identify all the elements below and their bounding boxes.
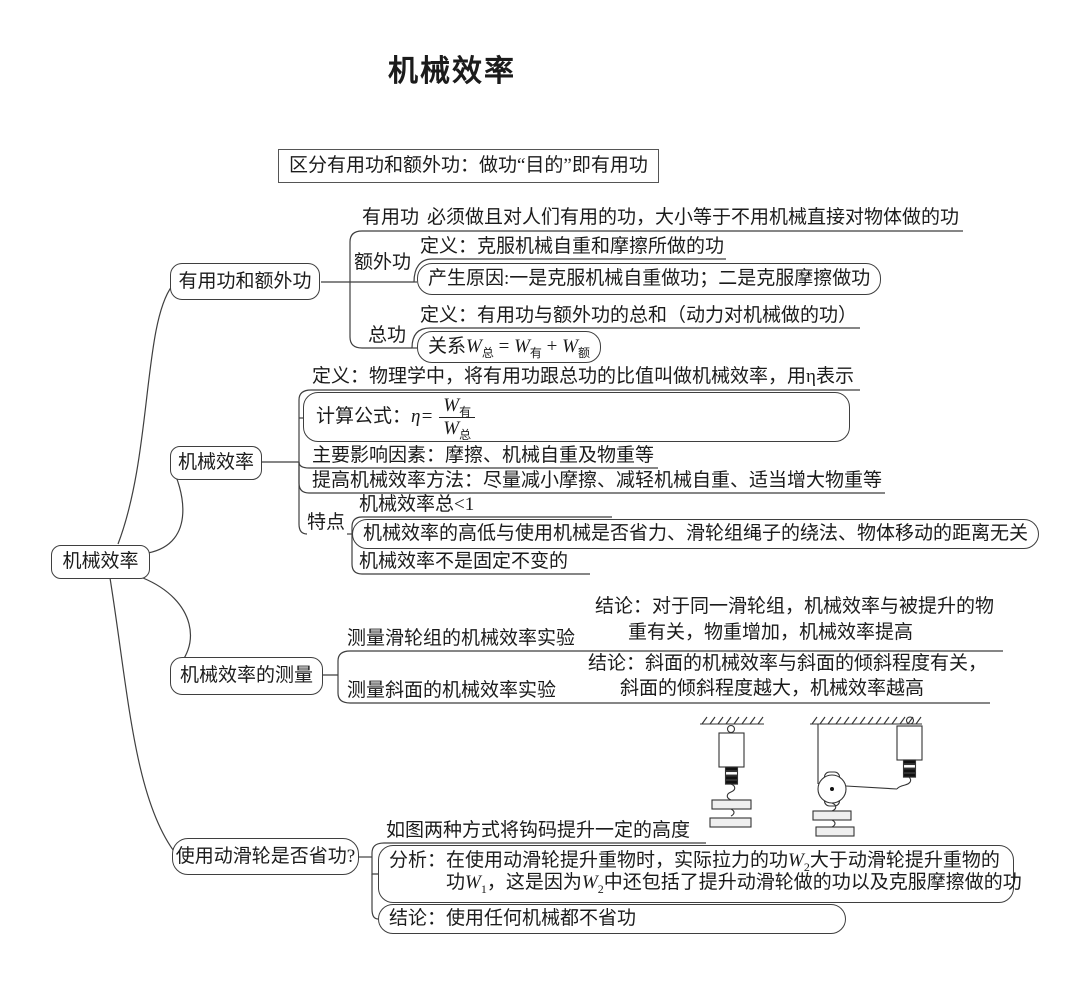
formula-w-useful: W [443,394,460,416]
analysis-sub2b: 2 [597,881,604,896]
text-exp-incline: 测量斜面的机械效率实验 [347,680,557,701]
relation-w-extra: W [562,336,578,357]
analysis-sub1: 1 [480,881,487,896]
text-feature-1: 机械效率总<1 [359,494,475,515]
box-feature-2: 机械效率的高低与使用机械是否省力、滑轮组绳子的绕法、物体移动的距离无关 [352,519,1040,549]
text-efficiency-def: 定义：物理学中，将有用功跟总功的比值叫做机械效率，用η表示 [312,366,854,387]
edge-root-b4 [109,577,177,855]
text-useful-work: 必须做且对人们有用的功，大小等于不用机械直接对物体做的功 [427,207,960,228]
branch-node-pulley-question: 使用动滑轮是否省功? [172,838,359,875]
formula-w-total: W [443,417,460,439]
relation-prefix: 关系 [428,336,467,357]
relation-sub-useful: 有 [529,345,542,360]
root-node: 机械效率 [51,545,150,579]
branch-node-efficiency: 机械效率 [170,446,262,480]
box-total-relation: 关系W总 = W有 + W额 [417,331,601,363]
relation-plus: + [546,336,558,357]
analysis-p1: 分析：在使用动滑轮提升重物时，实际拉力的功 [389,850,789,871]
analysis-sub2: 2 [803,859,810,874]
analysis-p4: ，这是因为 [486,872,582,893]
note-box: 区分有用功和额外功：做功“目的”即有用功 [278,149,659,183]
box-extra-cause: 产生原因:一是克服机械自重做功；二是克服摩擦做功 [417,263,882,295]
relation-w-useful: W [514,336,530,357]
label-useful-work: 有用功 [362,207,420,228]
pulley-diagram-movable [810,716,923,837]
edge-root-b1 [117,285,173,545]
formula-eta: η= [411,406,434,427]
formula-fraction: W有 W总 [439,394,476,442]
label-total-work: 总功 [368,325,407,346]
analysis-w2b: W [581,872,598,893]
branch-node-measurement: 机械效率的测量 [170,657,323,695]
analysis-line-1: 分析：在使用动滑轮提升重物时，实际拉力的功W2大于动滑轮提升重物的 [389,850,1003,874]
relation-sub-extra: 额 [577,345,590,360]
analysis-p2: 大于动滑轮提升重物的 [809,850,1000,871]
box-conclusion: 结论：使用任何机械都不省功 [378,904,846,934]
formula-sub-total: 总 [459,427,472,442]
label-features: 特点 [307,512,346,533]
formula-label: 计算公式： [316,406,412,427]
box-formula: 计算公式： η= W有 W总 [303,392,850,442]
page-title: 机械效率 [388,55,516,88]
text-improve: 提高机械效率方法：尽量减小摩擦、减轻机械自重、适当增大物重等 [312,470,883,491]
pulley-diagram-direct [700,716,764,828]
relation-sub-total: 总 [481,345,494,360]
text-exp-pulley: 测量滑轮组的机械效率实验 [347,628,576,649]
text-concl-incline-line1: 结论：斜面的机械效率与斜面的倾斜程度有关， [588,653,988,674]
text-concl-incline-line2: 斜面的倾斜程度越大，机械效率越高 [620,678,925,699]
text-concl-pulley-line1: 结论：对于同一滑轮组，机械效率与被提升的物 [595,596,995,617]
text-feature-3: 机械效率不是固定不变的 [359,551,569,572]
label-extra-work: 额外功 [354,252,412,273]
text-extra-def: 定义：克服机械自重和摩擦所做的功 [420,236,725,257]
box-analysis: 分析：在使用动滑轮提升重物时，实际拉力的功W2大于动滑轮提升重物的 功W1，这是… [378,845,1022,903]
text-total-def: 定义：有用功与额外功的总和（动力对机械做的功） [420,305,858,326]
text-figure-caption: 如图两种方式将钩码提升一定的高度 [386,820,691,841]
analysis-p3: 功 [446,872,466,893]
analysis-w1: W [465,872,481,893]
branch-node-useful-extra: 有用功和额外功 [170,263,320,300]
text-concl-pulley-line2: 重有关，物重增加，机械效率提高 [628,622,914,643]
formula-sub-useful: 有 [459,404,472,419]
relation-equals: = [498,336,510,357]
analysis-p5: 中还包括了提升动滑轮做的功以及克服摩擦做的功 [603,872,1022,893]
relation-w-total: W [466,336,482,357]
analysis-w2: W [788,850,804,871]
text-factors: 主要影响因素：摩擦、机械自重及物重等 [312,445,655,466]
analysis-line-2: 功W1，这是因为W2中还包括了提升动滑轮做的功以及克服摩擦做的功 [389,872,1022,896]
